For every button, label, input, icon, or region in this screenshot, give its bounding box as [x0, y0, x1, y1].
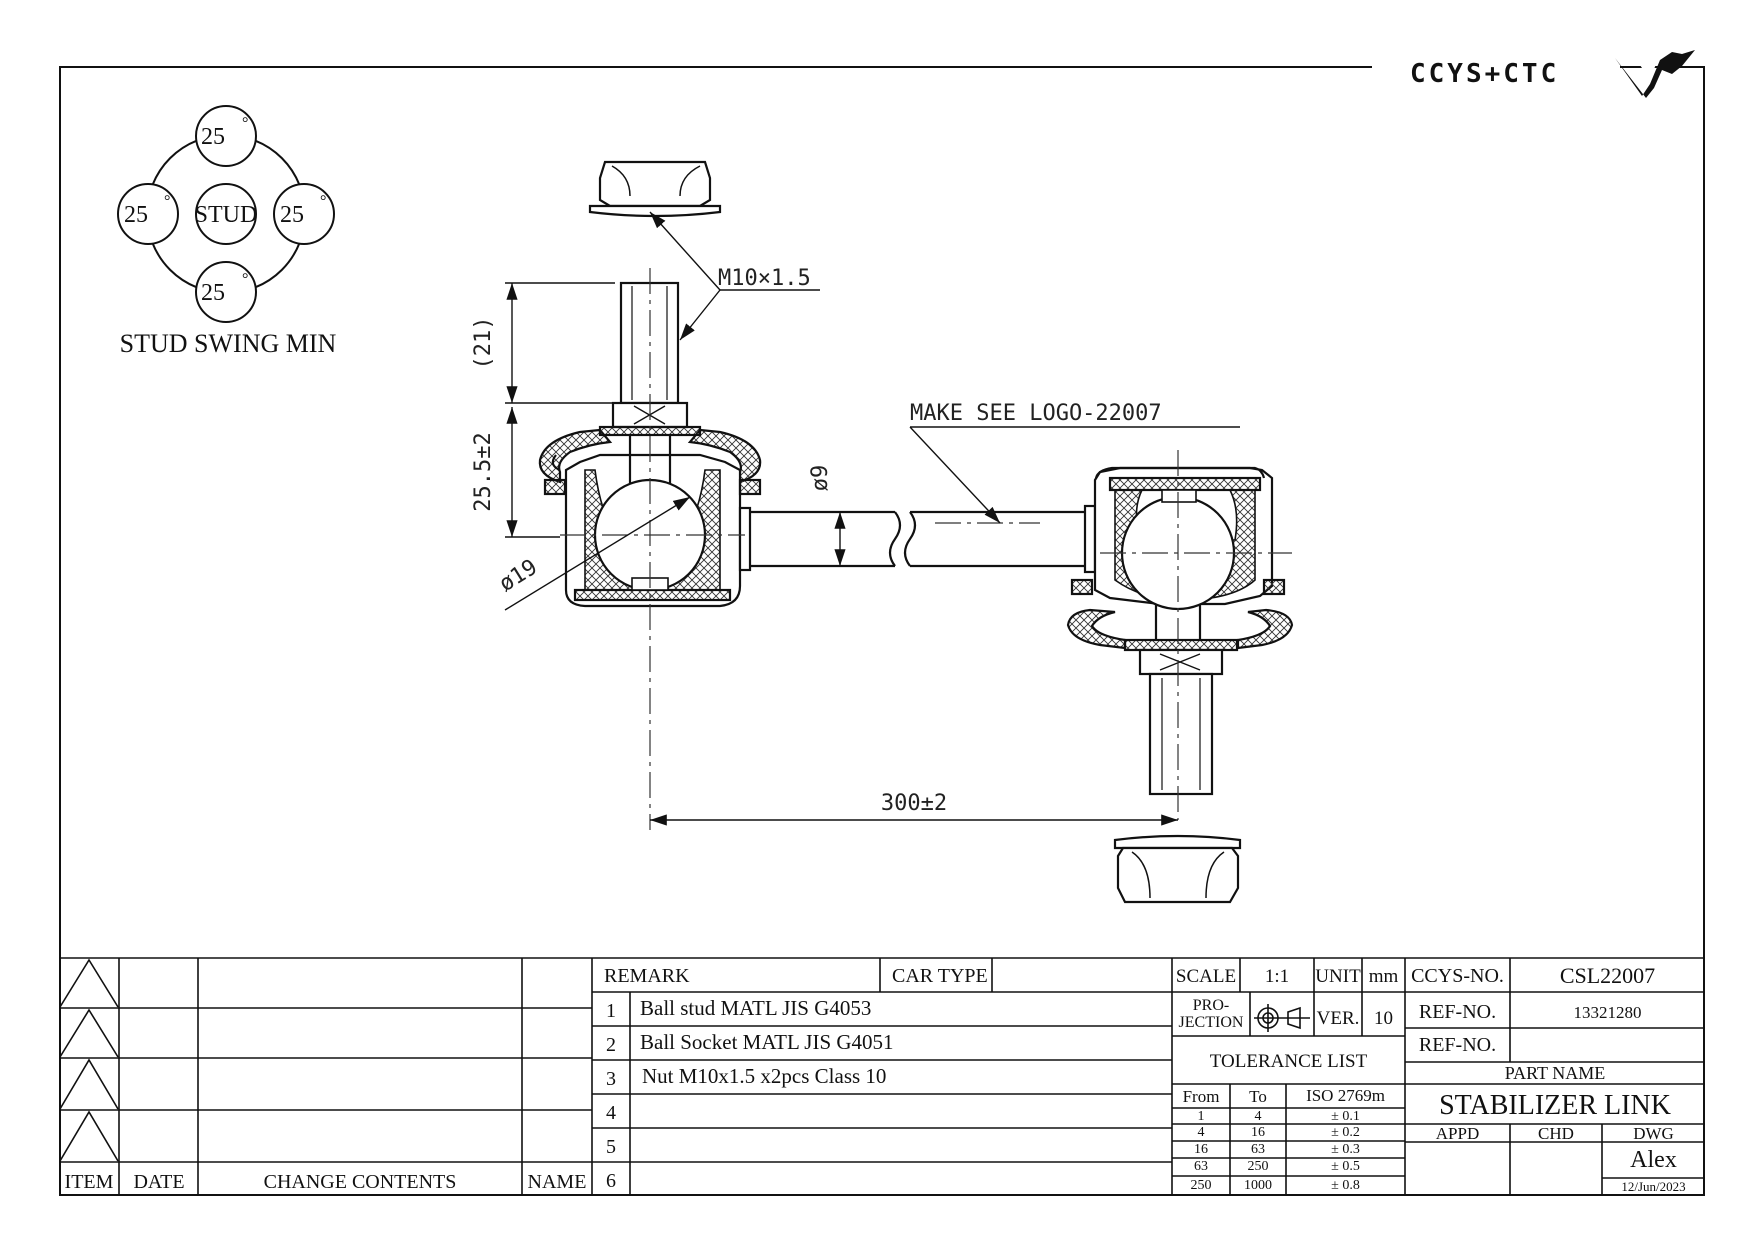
- bottom-nut: [1113, 834, 1242, 904]
- appd-label: APPD: [1435, 1124, 1480, 1143]
- part-name-label: PART NAME: [1504, 1063, 1606, 1083]
- swing-angle-bottom: 25: [201, 280, 225, 306]
- tol-value-3: ± 0.3: [1331, 1142, 1360, 1157]
- frame-logo-gap: [1372, 58, 1620, 72]
- ref-no-value: 13321280: [1573, 1003, 1642, 1022]
- remark-text-1: Ball stud MATL JIS G4053: [640, 996, 872, 1020]
- drawing-frame: [59, 66, 1705, 1196]
- ref-no-label: REF-NO.: [1418, 1001, 1497, 1023]
- remark-no-2: 2: [606, 1034, 616, 1056]
- swing-degree-bottom: °: [242, 271, 248, 288]
- drawing-date: 12/Jun/2023: [1621, 1179, 1686, 1194]
- dim-rod-dia: ø9: [808, 465, 833, 492]
- swing-title: STUD SWING MIN: [120, 329, 337, 358]
- dwg-label: DWG: [1633, 1124, 1674, 1143]
- tol-value-2: ± 0.2: [1331, 1125, 1360, 1140]
- ver-value: 10: [1374, 1008, 1393, 1029]
- tol-from-2: 4: [1197, 1125, 1205, 1140]
- ccys-no-value: CSL22007: [1559, 963, 1656, 988]
- dim-make-note: MAKE SEE LOGO-22007: [910, 401, 1162, 426]
- ver-label: VER.: [1316, 1008, 1360, 1029]
- unit-value: mm: [1368, 966, 1399, 987]
- tol-from-1: 1: [1197, 1109, 1205, 1124]
- dim-thread: M10×1.5: [718, 266, 811, 291]
- rev-header-date: DATE: [133, 1171, 185, 1193]
- part-name-value: STABILIZER LINK: [1439, 1090, 1671, 1121]
- scale-value: 1:1: [1264, 966, 1290, 987]
- tol-value-4: ± 0.5: [1331, 1159, 1360, 1174]
- swing-degree-top: °: [242, 115, 248, 132]
- tol-to-2: 16: [1251, 1125, 1265, 1140]
- rev-header-contents: CHANGE CONTENTS: [263, 1171, 457, 1193]
- dim-thread-length: (21): [471, 317, 496, 370]
- tol-to-5: 1000: [1244, 1178, 1272, 1193]
- tol-header-from: From: [1182, 1087, 1220, 1106]
- tol-from-5: 250: [1190, 1178, 1212, 1193]
- dimension-lines: [504, 211, 1240, 826]
- tol-header-iso: ISO 2769m: [1306, 1086, 1385, 1105]
- remark-no-4: 4: [606, 1102, 616, 1124]
- projection-symbol: [1254, 1004, 1310, 1032]
- scale-label: SCALE: [1175, 966, 1237, 987]
- tol-from-4: 63: [1194, 1159, 1208, 1174]
- remark-label: REMARK: [604, 965, 690, 987]
- remark-text-3: Nut M10x1.5 x2pcs Class 10: [642, 1064, 887, 1088]
- stud-swing-diagram: [117, 105, 335, 323]
- drawn-by: Alex: [1630, 1147, 1677, 1173]
- tol-to-4: 250: [1247, 1159, 1269, 1174]
- dim-length: 300±2: [881, 791, 947, 816]
- top-nut: [588, 160, 722, 218]
- chd-label: CHD: [1538, 1124, 1574, 1143]
- swing-angle-right: 25: [280, 202, 304, 228]
- remark-no-5: 5: [606, 1136, 616, 1158]
- brand-logo-text: CCYS+CTC: [1410, 59, 1559, 89]
- tol-header-to: To: [1249, 1087, 1267, 1106]
- swing-angle-top: 25: [201, 124, 225, 150]
- tol-to-1: 4: [1254, 1109, 1262, 1124]
- tol-from-3: 16: [1194, 1142, 1208, 1157]
- tol-to-3: 63: [1251, 1142, 1265, 1157]
- brand-logo: CCYS+CTC: [1410, 50, 1695, 98]
- swing-degree-right: °: [320, 193, 326, 210]
- rev-header-name: NAME: [527, 1171, 587, 1193]
- remark-no-6: 6: [606, 1170, 616, 1192]
- unit-label: UNIT: [1315, 966, 1361, 987]
- ccys-no-label: CCYS-NO.: [1411, 965, 1504, 987]
- center-lines: [560, 268, 1292, 830]
- remark-text-2: Ball Socket MATL JIS G4051: [640, 1030, 894, 1054]
- remark-no-1: 1: [606, 1000, 616, 1022]
- swing-angle-left: 25: [124, 202, 148, 228]
- tolerance-title: TOLERANCE LIST: [1209, 1051, 1368, 1072]
- ref-no2-label: REF-NO.: [1418, 1034, 1497, 1056]
- swing-center-label: STUD: [195, 202, 258, 228]
- swing-degree-left: °: [164, 193, 170, 210]
- brand-logo-mark: [1615, 50, 1695, 98]
- tol-value-1: ± 0.1: [1331, 1109, 1360, 1124]
- rev-header-item: ITEM: [64, 1171, 114, 1193]
- remark-no-3: 3: [606, 1068, 616, 1090]
- tol-value-5: ± 0.8: [1331, 1178, 1360, 1193]
- car-type-label: CAR TYPE: [892, 965, 988, 987]
- projection-label: PRO- JECTION: [1178, 997, 1244, 1031]
- dim-height: 25.5±2: [471, 432, 496, 511]
